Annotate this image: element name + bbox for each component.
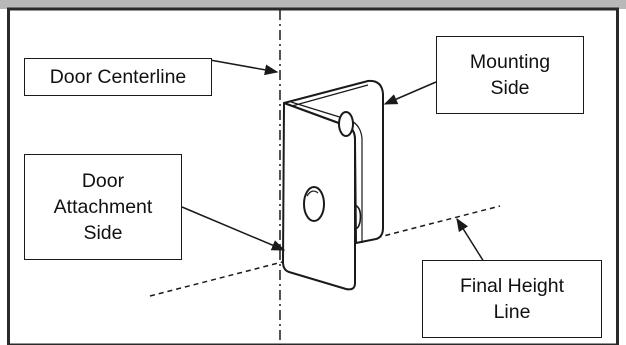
label-mounting-side-text: Mounting Side (469, 51, 551, 99)
outer-frame (7, 7, 619, 345)
label-final-height-line: Final Height Line (422, 260, 602, 338)
bracket-top-edge (291, 84, 369, 107)
arrow-mounting-side (383, 81, 437, 105)
mounting-hole (338, 111, 354, 137)
arrow-door-centerline (209, 59, 279, 76)
lower-hole-edge (354, 204, 362, 230)
label-door-centerline: Door Centerline (24, 58, 212, 96)
attachment-hole (303, 186, 325, 222)
top-band (0, 0, 626, 9)
label-door-attachment-side: Door Attachment Side (24, 154, 182, 260)
arrow-door-attachment-side (181, 206, 286, 251)
arrow-final-height-line (456, 217, 485, 263)
label-mounting-side: Mounting Side (436, 36, 584, 114)
attachment-hole-depth (306, 190, 319, 197)
label-door-attachment-side-text: Door Attachment Side (53, 170, 153, 244)
label-final-height-line-text: Final Height Line (459, 275, 565, 323)
label-door-centerline-text: Door Centerline (49, 66, 187, 88)
